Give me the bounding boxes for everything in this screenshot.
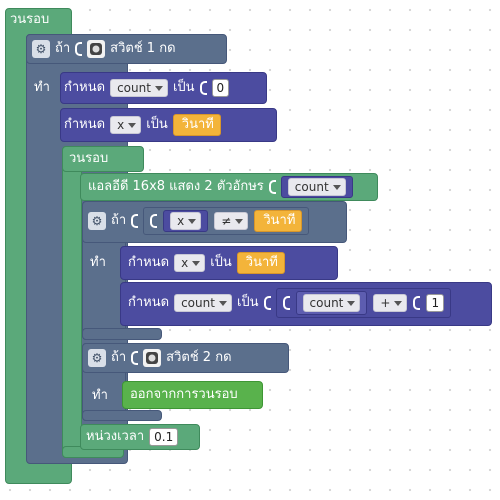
delay-value-field[interactable]: 0.1 <box>149 428 179 446</box>
if-switch2-header[interactable] <box>82 343 289 373</box>
set-x-block[interactable] <box>60 108 277 142</box>
variable-dropdown[interactable]: count <box>302 294 361 312</box>
chevron-down-icon <box>347 300 356 306</box>
if-switch2-do-label: ทำ <box>92 388 108 403</box>
connector-icon <box>131 214 139 228</box>
variable-dropdown[interactable]: x <box>170 212 202 230</box>
if-switch1-do-label: ทำ <box>34 80 50 95</box>
operator-symbol: + <box>380 296 391 310</box>
if-label: ถ้า <box>55 41 71 56</box>
connector-icon <box>413 296 421 310</box>
if-switch1-header-row: ⚙ ถ้า สวิตช์ 1 กด <box>32 36 176 62</box>
x-variable-block[interactable]: x <box>163 210 209 232</box>
gear-icon[interactable]: ⚙ <box>88 349 106 367</box>
number-field[interactable]: 0 <box>211 79 230 97</box>
switch-icon <box>143 349 162 367</box>
variable-name: count <box>181 296 215 310</box>
variable-dropdown[interactable]: count <box>174 294 232 312</box>
inner-loop-label: วนรอบ <box>69 151 109 166</box>
switch1-condition: สวิตช์ 1 กด <box>110 41 176 56</box>
outer-loop-label: วนรอบ <box>10 12 50 27</box>
seconds-block[interactable]: วินาที <box>254 210 303 232</box>
if-switch1-header[interactable] <box>26 34 227 64</box>
chevron-down-icon <box>394 300 403 306</box>
chevron-down-icon <box>154 85 163 91</box>
seconds-block[interactable]: วินาที <box>172 114 221 136</box>
chevron-down-icon <box>235 218 244 224</box>
set-label: กำหนด <box>128 255 170 270</box>
variable-name: x <box>181 256 189 270</box>
delay-label: หน่วงเวลา <box>86 429 145 444</box>
gear-icon[interactable]: ⚙ <box>88 212 106 230</box>
set-count-row: กำหนด count เป็น 0 <box>64 75 230 101</box>
variable-name: x <box>117 118 125 132</box>
connector-icon <box>263 296 271 310</box>
variable-name: x <box>177 214 185 228</box>
variable-dropdown[interactable]: count <box>287 178 346 196</box>
chevron-down-icon <box>128 122 137 128</box>
if-x-footer[interactable] <box>82 328 162 340</box>
variable-dropdown[interactable]: count <box>110 79 168 97</box>
variable-dropdown[interactable]: x <box>110 116 142 134</box>
connector-icon <box>199 81 207 95</box>
gear-icon[interactable]: ⚙ <box>32 40 50 58</box>
connector-icon <box>75 42 83 56</box>
variable-dropdown[interactable]: x <box>174 254 206 272</box>
to-label: เป็น <box>236 295 259 310</box>
chevron-down-icon <box>218 300 227 306</box>
set-x-inner-row: กำหนด x เป็น วินาที <box>128 250 285 276</box>
switch-icon <box>87 40 106 58</box>
set-x-inner-block[interactable] <box>120 246 338 280</box>
seconds-block[interactable]: วินาที <box>236 252 285 274</box>
set-count-inner-row: กำหนด count เป็น count + 1 <box>128 286 452 320</box>
led-display-label: แอลอีดี 16x8 แสดง 2 ตัวอักษร <box>88 179 264 194</box>
if-x-header-row: ⚙ ถ้า x ≠ วินาที <box>88 207 310 235</box>
set-label: กำหนด <box>64 80 106 95</box>
if-switch2-footer[interactable] <box>82 410 162 421</box>
to-label: เป็น <box>210 255 232 270</box>
count-variable-block[interactable]: count <box>280 176 353 198</box>
chevron-down-icon <box>332 184 341 190</box>
count-variable-block[interactable]: count <box>295 291 368 315</box>
if-label: ถ้า <box>111 350 127 365</box>
chevron-down-icon <box>192 260 201 266</box>
to-label: เป็น <box>172 80 195 95</box>
if-switch2-header-row: ⚙ ถ้า สวิตช์ 2 กด <box>88 345 232 371</box>
delay-row: หน่วงเวลา 0.1 <box>86 424 179 450</box>
if-label: ถ้า <box>111 213 127 228</box>
connector-icon <box>282 296 290 310</box>
break-loop-block[interactable] <box>122 381 263 409</box>
variable-name: count <box>117 81 151 95</box>
delay-block[interactable] <box>80 424 200 450</box>
compare-block[interactable]: x ≠ วินาที <box>143 207 310 235</box>
to-label: เป็น <box>146 117 168 132</box>
set-label: กำหนด <box>128 295 170 310</box>
variable-name: count <box>294 180 329 194</box>
inner-loop-block[interactable] <box>62 146 82 458</box>
led-display-row: แอลอีดี 16x8 แสดง 2 ตัวอักษร count <box>88 174 353 200</box>
if-x-do-label: ทำ <box>90 255 106 270</box>
connector-icon <box>131 351 139 365</box>
operator-dropdown[interactable]: ≠ <box>214 212 249 230</box>
switch2-condition: สวิตช์ 2 กด <box>166 350 232 365</box>
break-loop-label: ออกจากการวนรอบ <box>130 387 238 402</box>
operator-symbol: ≠ <box>221 214 232 228</box>
variable-name: count <box>309 296 344 310</box>
connector-icon <box>268 180 276 194</box>
connector-icon <box>150 214 158 228</box>
operator-dropdown[interactable]: + <box>373 294 408 312</box>
inner-loop-header[interactable] <box>62 146 144 172</box>
math-block[interactable]: count + 1 <box>275 288 452 318</box>
set-label: กำหนด <box>64 117 106 132</box>
set-x-row: กำหนด x เป็น วินาที <box>64 112 221 138</box>
chevron-down-icon <box>188 218 197 224</box>
number-field[interactable]: 1 <box>426 294 445 312</box>
